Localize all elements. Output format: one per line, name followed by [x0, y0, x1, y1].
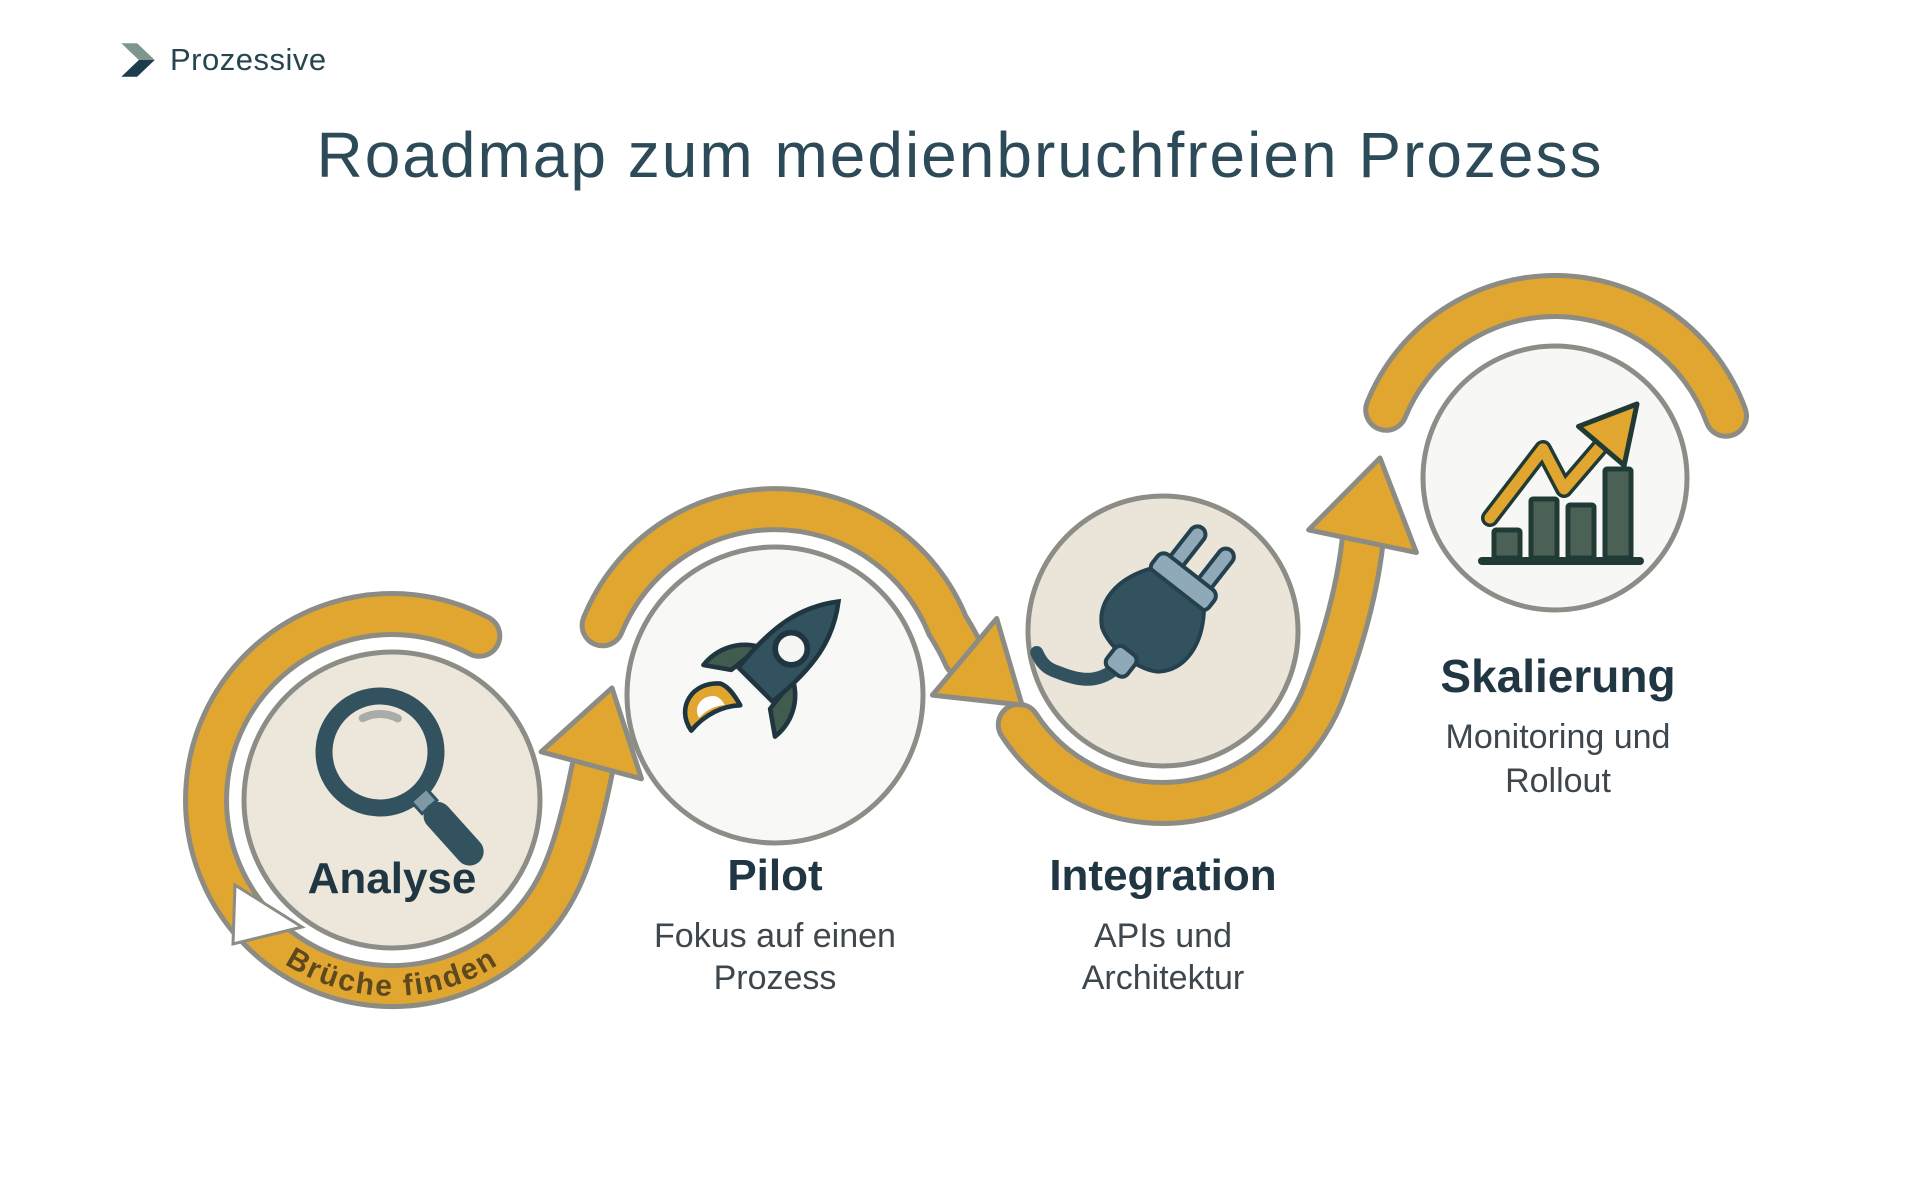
stage-label-integration: Integration: [1049, 851, 1276, 900]
stage-label-analyse: Analyse: [308, 854, 477, 903]
stage-subtitle-line: Architektur: [1082, 959, 1245, 997]
flow-arrow-3-icon: [1306, 455, 1419, 555]
logo: Prozessive: [116, 38, 327, 82]
stage-subtitle-line: Prozess: [714, 959, 837, 997]
flow-arrow-1-icon: [538, 685, 644, 782]
page-title: Roadmap zum medienbruchfreien Prozess: [316, 119, 1604, 191]
plug-icon: [1030, 524, 1236, 686]
ribbon-notch: [231, 882, 306, 946]
logo-text: Prozessive: [170, 42, 327, 77]
stage-subtitle-line: Rollout: [1505, 762, 1611, 800]
stage-subtitle-line: APIs und: [1094, 917, 1232, 955]
stage-subtitle-line: Fokus auf einen: [654, 917, 896, 955]
magnifier-icon: [315, 687, 484, 866]
stage-label-skalierung: Skalierung: [1440, 650, 1675, 702]
growth-chart-icon: [1478, 401, 1644, 565]
flow-arrow-2-icon: [929, 616, 1025, 708]
stage-subtitle-line: Monitoring und: [1446, 718, 1671, 756]
rocket-icon: [682, 598, 842, 739]
logo-chevron-icon: [121, 43, 155, 77]
stage-label-pilot: Pilot: [727, 851, 823, 900]
